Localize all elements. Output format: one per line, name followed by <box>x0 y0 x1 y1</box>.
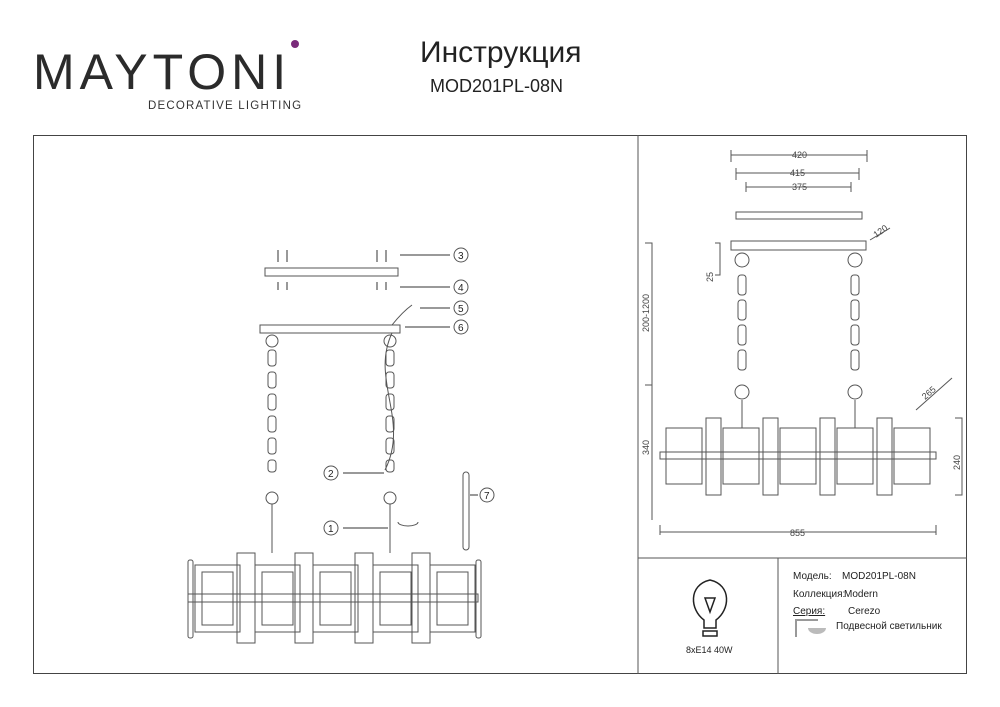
callout-5: 5 <box>458 304 464 315</box>
dimension-drawing: 420 415 375 120 25 200-1200 340 265 240 … <box>641 150 963 538</box>
dim-855: 855 <box>790 528 805 538</box>
model-number: MOD201PL-08N <box>430 76 564 96</box>
bulb-spec: 8xE14 40W <box>686 645 733 655</box>
model-value: MOD201PL-08N <box>842 571 916 582</box>
drawing-frame <box>33 135 967 674</box>
lamp-body-right <box>659 417 937 496</box>
dim-265: 265 <box>920 384 938 401</box>
mounting-plate <box>264 267 399 277</box>
wire <box>391 304 413 326</box>
screws <box>277 250 387 290</box>
dim-415: 415 <box>790 168 805 178</box>
callout-1: 1 <box>328 524 334 535</box>
collection-value: Modern <box>844 589 878 600</box>
lamp-body-left <box>187 552 482 644</box>
right-chains <box>734 252 863 428</box>
dim-420: 420 <box>792 150 807 160</box>
brand-tagline: DECORATIVE LIGHTING <box>148 100 303 112</box>
canopy <box>259 324 401 334</box>
callout-2: 2 <box>328 469 334 480</box>
dim-25: 25 <box>705 272 715 282</box>
dim-375: 375 <box>792 182 807 192</box>
bulb-icon <box>692 579 728 637</box>
callout-4: 4 <box>458 283 464 294</box>
leader-lines <box>343 254 478 529</box>
dim-240: 240 <box>952 455 962 470</box>
series-value: Cerezo <box>848 606 881 617</box>
model-label: Модель: <box>793 571 832 582</box>
callout-3: 3 <box>458 251 464 262</box>
collection-label: Коллекция: <box>793 589 846 600</box>
page-title: Инструкция <box>420 36 582 69</box>
callout-6: 6 <box>458 323 464 334</box>
assembly-drawing: 3 4 5 6 2 7 1 <box>187 247 495 644</box>
pendant-lamp-icon <box>795 619 826 637</box>
brand-logo: MAYTONI <box>33 44 292 100</box>
dim-200-1200: 200-1200 <box>641 294 651 332</box>
dim-340: 340 <box>641 440 651 455</box>
callout-7: 7 <box>484 491 490 502</box>
series-label: Серия: <box>793 606 826 617</box>
callout-circles <box>323 247 495 536</box>
rotate-arrow <box>397 521 419 527</box>
type-value: Подвесной светильник <box>836 621 942 632</box>
logo-dot <box>291 40 299 48</box>
chain-right <box>383 332 397 553</box>
chain-left <box>265 334 279 553</box>
side-panel <box>462 471 470 551</box>
